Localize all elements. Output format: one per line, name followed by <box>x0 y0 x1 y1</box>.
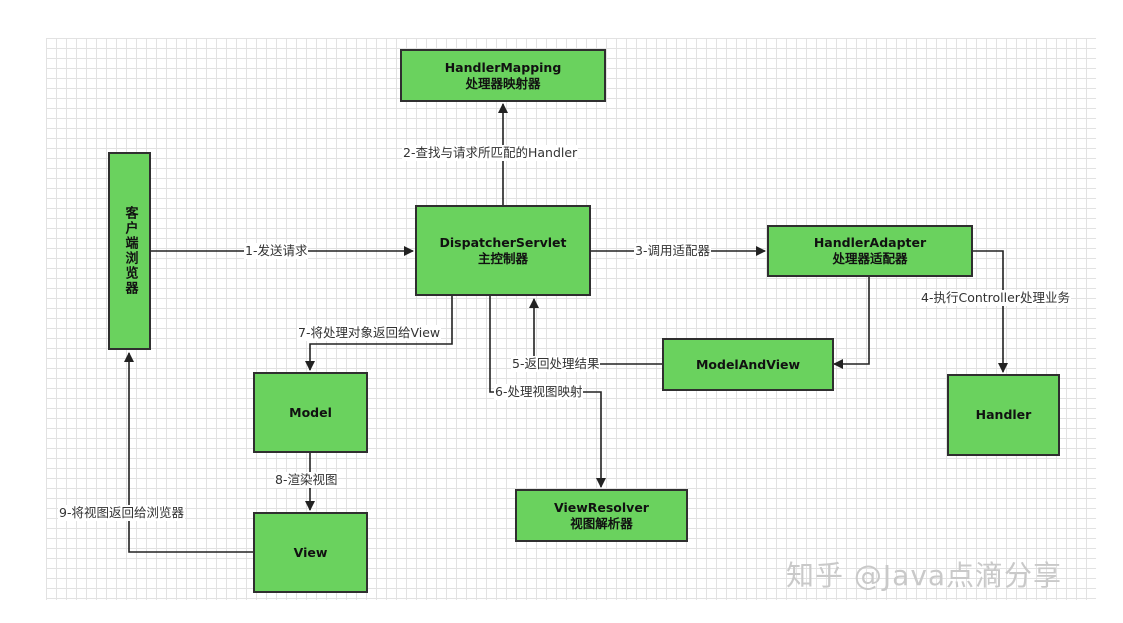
model-and-view-name: ModelAndView <box>695 356 801 372</box>
watermark-text: 知乎 @Java点滴分享 <box>786 559 1063 592</box>
handler-node: Handler <box>947 374 1060 456</box>
dispatcher-servlet-sub: 主控制器 <box>477 250 528 266</box>
handler-name: Handler <box>975 407 1032 422</box>
model-and-view-node: ModelAndView <box>662 338 834 391</box>
edge-1-label: 1-发送请求 <box>244 243 309 259</box>
dispatcher-servlet-node: DispatcherServlet 主控制器 <box>415 205 591 296</box>
dispatcher-servlet-name: DispatcherServlet <box>439 234 567 250</box>
browser-name: 客户端浏览器 <box>122 206 138 296</box>
edge-adapter-to-mav-line <box>833 277 870 369</box>
browser-node: 客户端浏览器 <box>108 152 151 350</box>
edge-7-label: 7-将处理对象返回给View <box>297 325 442 341</box>
view-resolver-node: ViewResolver 视图解析器 <box>515 489 688 542</box>
edge-3-label: 3-调用适配器 <box>634 243 711 259</box>
edge-5-label: 5-返回处理结果 <box>511 356 601 372</box>
edge-2-label: 2-查找与请求所匹配的Handler <box>402 145 579 161</box>
grid-background <box>46 38 1096 600</box>
handler-adapter-node: HandlerAdapter 处理器适配器 <box>767 225 973 277</box>
edge-7-line <box>305 296 453 371</box>
model-node: Model <box>253 372 368 453</box>
edge-9-label: 9-将视图返回给浏览器 <box>58 505 185 521</box>
edge-4-line <box>973 250 1008 373</box>
edge-8-label: 8-渲染视图 <box>274 472 339 488</box>
view-resolver-sub: 视图解析器 <box>570 515 633 531</box>
edge-5-line <box>529 298 662 365</box>
view-resolver-name: ViewResolver <box>554 499 649 515</box>
view-node: View <box>253 512 368 593</box>
handler-mapping-node: HandlerMapping 处理器映射器 <box>400 49 606 102</box>
edge-6-label: 6-处理视图映射 <box>494 384 584 400</box>
model-name: Model <box>289 404 332 420</box>
handler-adapter-sub: 处理器适配器 <box>832 251 908 266</box>
edge-9-line <box>124 352 253 553</box>
edge-4-label: 4-执行Controller处理业务 <box>920 290 1071 306</box>
handler-mapping-sub: 处理器映射器 <box>465 75 541 91</box>
handler-adapter-name: HandlerAdapter <box>813 235 927 250</box>
view-name: View <box>293 544 328 560</box>
handler-mapping-name: HandlerMapping <box>444 59 562 75</box>
